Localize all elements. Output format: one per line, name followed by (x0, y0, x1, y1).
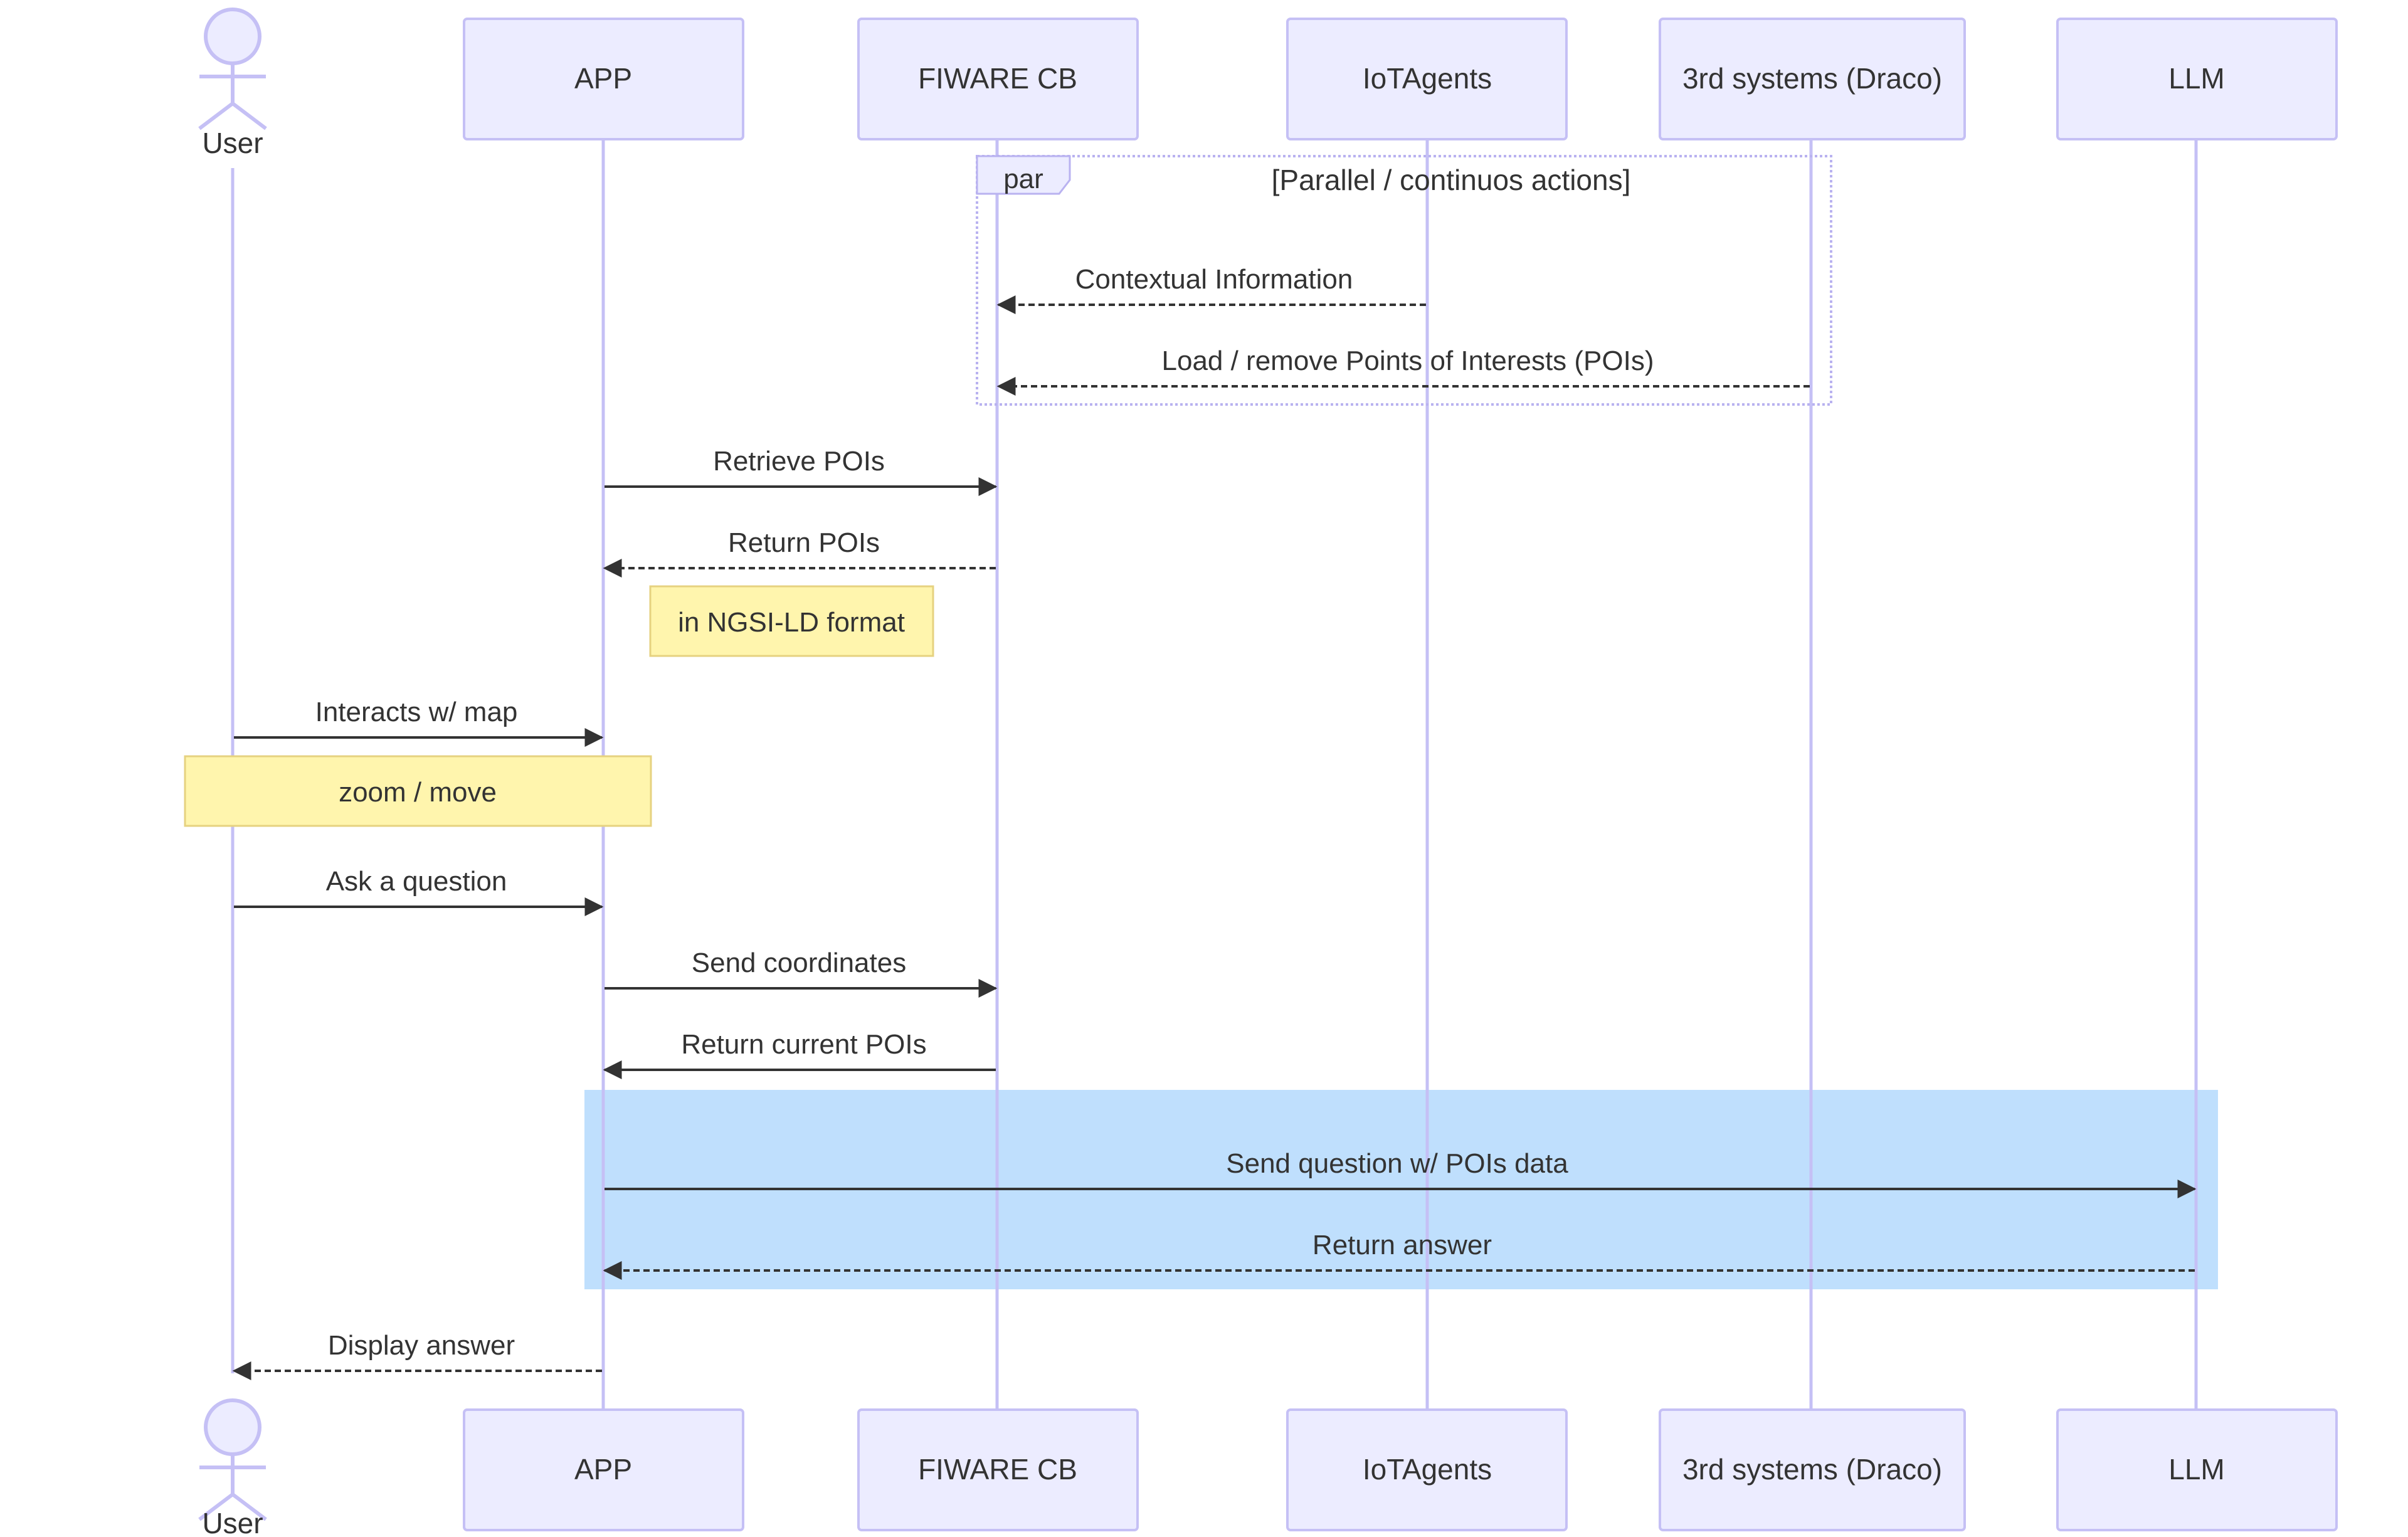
actor-head (204, 8, 261, 65)
message-label: Return POIs (728, 527, 880, 558)
participant-box (1659, 1408, 1966, 1531)
participant-draco-bottom: 3rd systems (Draco) (1659, 1408, 1966, 1531)
par-title: [Parallel / continuos actions] (1272, 164, 1631, 196)
message-contextual-information: Contextual Information (996, 264, 1426, 314)
participant-label-draco: 3rd systems (Draco) (1682, 62, 1942, 95)
message-ask-a-question: Ask a question (234, 866, 604, 916)
participant-label-iotagents: IoTAgents (1363, 62, 1492, 95)
participant-draco-top: 3rd systems (Draco) (1659, 18, 1966, 140)
message-return-pois: Return POIs (603, 527, 996, 578)
participants-bottom: User APP FIWARE CB IoTAgents 3rd systems… (198, 1398, 2338, 1537)
note-ngsi-ld: in NGSI-LD format (649, 585, 934, 657)
message-label: Load / remove Points of Interests (POIs) (1162, 346, 1654, 376)
notes: in NGSI-LD format zoom / move (184, 585, 934, 827)
actor-label-user: User (202, 1507, 263, 1537)
participant-iotagents-bottom: IoTAgents (1286, 1408, 1568, 1531)
participant-app-bottom: APP (463, 1408, 744, 1531)
message-display-answer: Display answer (232, 1330, 602, 1380)
note-text: zoom / move (339, 777, 497, 808)
note-text: in NGSI-LD format (678, 607, 905, 638)
message-return-answer: Return answer (603, 1230, 2195, 1280)
note-box (649, 585, 934, 657)
participant-box (1286, 1408, 1568, 1531)
message-label: Interacts w/ map (315, 697, 518, 727)
participant-label-iotagents: IoTAgents (1363, 1453, 1492, 1486)
participant-box (463, 1408, 744, 1531)
participant-label-llm: LLM (2168, 62, 2224, 95)
message-label: Retrieve POIs (713, 446, 885, 477)
participant-label-llm: LLM (2168, 1453, 2224, 1486)
actor-leg-right (231, 1492, 267, 1521)
message-return-current-pois: Return current POIs (603, 1029, 996, 1079)
message-load-remove-pois: Load / remove Points of Interests (POIs) (996, 346, 1810, 396)
participant-label-fiware-cb: FIWARE CB (918, 1453, 1077, 1486)
participant-box (2056, 18, 2338, 140)
note-box (184, 755, 652, 827)
actor-leg-left (198, 1492, 234, 1521)
par-keyword: par (1003, 164, 1043, 194)
participant-box (2056, 1408, 2338, 1531)
participants-top: User APP FIWARE CB IoTAgents 3rd systems… (198, 8, 2338, 159)
message-interacts-with-map: Interacts w/ map (234, 697, 604, 747)
messages: Contextual Information Load / remove Poi… (232, 264, 2197, 1380)
actor-user-top: User (198, 8, 267, 159)
message-label: Send question w/ POIs data (1226, 1148, 1568, 1179)
par-label-tab (976, 155, 1071, 195)
participant-box (1286, 18, 1568, 140)
message-retrieve-pois: Retrieve POIs (605, 446, 998, 496)
message-label: Return answer (1312, 1230, 1492, 1260)
participant-label-fiware-cb: FIWARE CB (918, 62, 1077, 95)
participant-fiware-cb-bottom: FIWARE CB (857, 1408, 1139, 1531)
participant-llm-bottom: LLM (2056, 1408, 2338, 1531)
message-label: Ask a question (326, 866, 507, 897)
par-frame (976, 155, 1832, 406)
participant-llm-top: LLM (2056, 18, 2338, 140)
actor-label-user: User (202, 127, 263, 159)
participant-label-draco: 3rd systems (Draco) (1682, 1453, 1942, 1486)
note-zoom-move: zoom / move (184, 755, 652, 827)
participant-fiware-cb-top: FIWARE CB (857, 18, 1139, 140)
message-label: Contextual Information (1075, 264, 1353, 295)
par-block: par [Parallel / continuos actions] (976, 155, 1832, 406)
participant-box (857, 18, 1139, 140)
message-send-question-with-pois: Send question w/ POIs data (605, 1148, 2197, 1198)
actor-head (204, 1398, 261, 1456)
message-send-coordinates: Send coordinates (605, 948, 998, 998)
participant-iotagents-top: IoTAgents (1286, 18, 1568, 140)
actor-user-bottom: User (198, 1398, 267, 1537)
message-label: Send coordinates (692, 948, 906, 978)
participant-box (463, 18, 744, 140)
participant-label-app: APP (574, 1453, 632, 1486)
actor-leg-right (231, 102, 267, 130)
message-label: Display answer (328, 1330, 515, 1361)
message-label: Return current POIs (681, 1029, 926, 1060)
participant-app-top: APP (463, 18, 744, 140)
participant-box (857, 1408, 1139, 1531)
participant-label-app: APP (574, 62, 632, 95)
participant-box (1659, 18, 1966, 140)
actor-leg-left (198, 102, 234, 130)
